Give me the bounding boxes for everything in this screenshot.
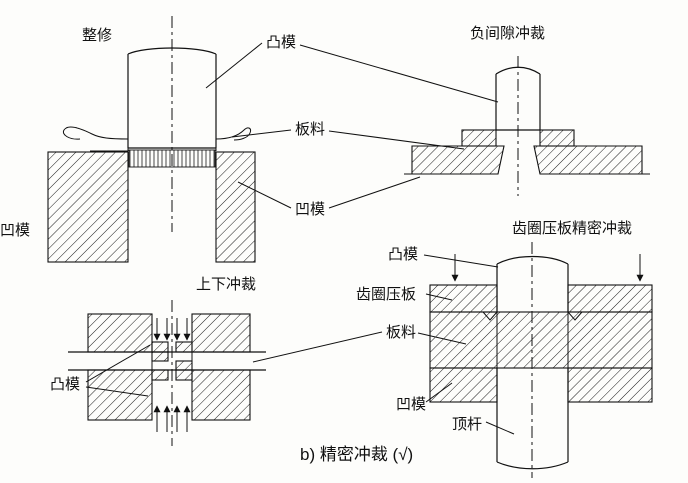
die-shape: [47, 151, 256, 263]
up-down-title: 上下冲裁: [196, 276, 256, 293]
lower-punch-left: [151, 369, 169, 381]
clamp-arrows: [451, 254, 644, 282]
vee-ring-title: 齿圈压板精密冲裁: [512, 219, 632, 237]
shared-labels: 凸模 板料 凹模: [205, 34, 499, 218]
punch-shape: [495, 66, 541, 131]
upper-die-right: [191, 313, 251, 353]
negative-clearance-title: 负间隙冲裁: [470, 25, 545, 42]
punch-label: 凸模: [388, 246, 418, 263]
shaving-diagram: 整修: [47, 16, 256, 263]
vee-ring-plate-label: 齿圈压板: [356, 285, 416, 303]
negative-clearance-diagram: 负间隙冲裁: [404, 25, 650, 196]
punch-label: 凸模: [266, 34, 296, 51]
sheared-surface: [128, 149, 216, 168]
down-arrows: [153, 318, 191, 341]
vee-ring-plate-shape: [429, 284, 653, 321]
sheet-label: 板料: [386, 323, 416, 341]
figure-caption: b) 精密冲裁 (√): [300, 445, 413, 464]
sheet-shape: [461, 129, 575, 147]
punch-label: 凸模: [50, 376, 80, 393]
vee-ring-blanking-diagram: 齿圈压板精密冲裁 凸模 齿圈压板 板料: [252, 219, 653, 478]
die-shape: [404, 145, 650, 175]
sheet-label: 板料: [295, 120, 325, 138]
up-arrows: [153, 405, 191, 432]
die-shape: [429, 367, 653, 403]
upper-punch-right: [175, 341, 193, 353]
punch-shape: [127, 47, 217, 149]
sheet-strip: [68, 351, 266, 371]
upper-die-left: [87, 313, 153, 353]
lower-die-right: [191, 369, 251, 421]
ejector-label: 顶杆: [452, 416, 482, 433]
ejector-shape: [496, 368, 569, 470]
upper-punch-left: [151, 341, 169, 353]
shaving-title: 整修: [82, 27, 112, 44]
up-down-blanking-diagram: 上下冲裁: [50, 276, 266, 446]
die-label: 凹模: [396, 396, 426, 413]
die-label: 凹模: [295, 201, 325, 218]
punch-shape: [496, 255, 569, 312]
lower-punch-right: [175, 369, 193, 381]
edge-die-label: 凹模: [0, 222, 30, 239]
sheet-shape: [429, 311, 653, 369]
